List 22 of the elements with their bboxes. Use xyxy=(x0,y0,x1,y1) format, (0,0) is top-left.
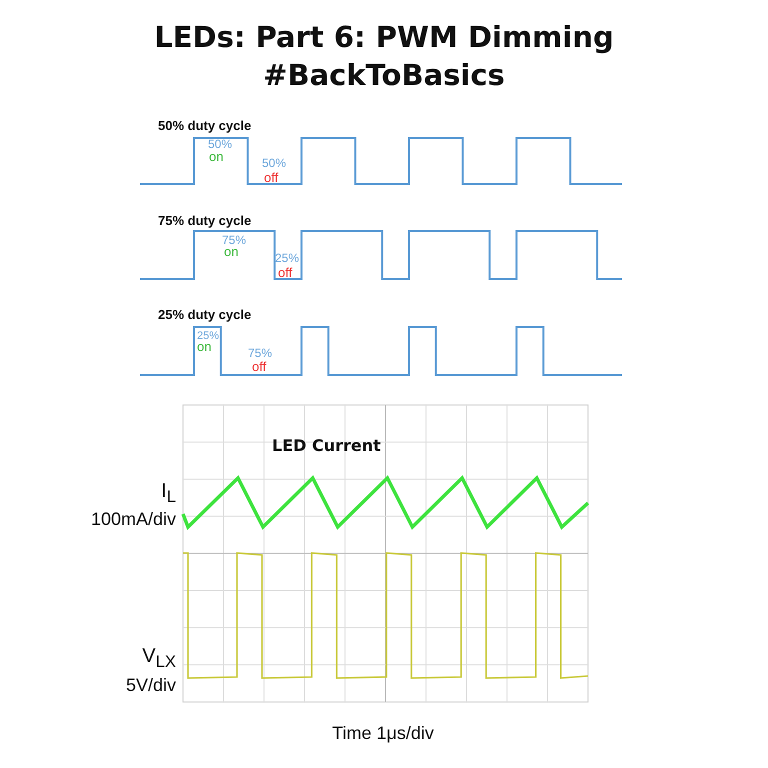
percent-label: 75% xyxy=(248,347,272,359)
scale-label: 100mA/div xyxy=(90,510,176,528)
state-label: on xyxy=(209,150,224,163)
state-label: on xyxy=(197,340,212,353)
row-heading: 75% duty cycle xyxy=(158,214,252,227)
percent-label: 50% xyxy=(208,138,232,150)
title: LEDs: Part 6: PWM Dimming #BackToBasics xyxy=(153,19,615,94)
scale-label: 5V/div xyxy=(126,676,176,694)
row-heading: 50% duty cycle xyxy=(158,119,252,132)
percent-label: 25% xyxy=(197,331,220,342)
state-label: on xyxy=(224,245,238,258)
row-heading: 25% duty cycle xyxy=(158,308,252,321)
percent-label: 50% xyxy=(262,157,286,169)
channel-label: V$_{LX}$ xyxy=(142,646,176,671)
state-label: off xyxy=(264,171,278,184)
state-label: off xyxy=(252,360,266,373)
state-label: off xyxy=(278,266,292,279)
trace-label: LED Current xyxy=(272,438,381,454)
percent-label: 25% xyxy=(275,252,300,264)
channel-label: I$_{L}$ xyxy=(161,481,176,506)
percent-label: 75% xyxy=(222,234,246,246)
axis-label: Time 1μs/div xyxy=(332,724,434,742)
